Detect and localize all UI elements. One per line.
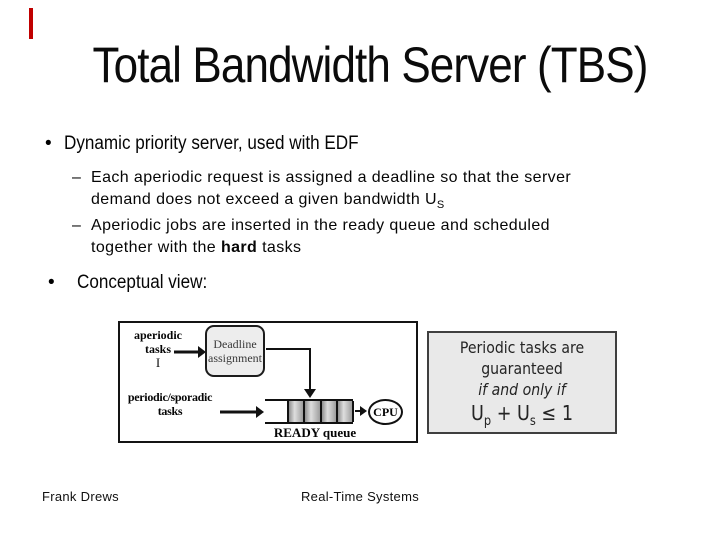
guarantee-panel: Periodic tasks are guaranteed if and onl… (427, 331, 617, 434)
deadline-assignment-box: Deadline assignment (205, 325, 265, 377)
dash-icon: – (72, 217, 82, 234)
formula-u-periodic: U (470, 401, 484, 425)
ready-queue-cells (287, 401, 354, 422)
sub-bullet-1-text: Each aperiodic request is assigned a dea… (91, 167, 690, 216)
guarantee-panel-text: Periodic tasks are guaranteed if and onl… (440, 337, 604, 435)
footer-author: Frank Drews (42, 489, 119, 504)
formula-leq-one: ≤ 1 (535, 401, 574, 425)
guarantee-line-1: Periodic tasks are (459, 338, 585, 357)
bullet-2-text: Conceptual view: (77, 272, 208, 293)
aperiodic-tasks-line-2: tasks (144, 342, 171, 356)
sub-bullet-2-line-2: together with the hard tasks (91, 237, 690, 259)
aperiodic-tasks-label: aperiodic tasks (128, 328, 188, 356)
sub-bullet-1-line-2: demand does not exceed a given bandwidth… (91, 189, 690, 216)
guarantee-line-2: guaranteed (481, 359, 563, 378)
queue-cell (287, 401, 304, 422)
guarantee-line-3: if and only if (478, 380, 566, 399)
hard-emphasis: hard (220, 239, 258, 256)
sub-bullet-2-text: Aperiodic jobs are inserted in the ready… (91, 215, 690, 259)
dash-icon: – (72, 169, 82, 186)
bullet-dot-icon: • (48, 272, 55, 293)
queue-cell (303, 401, 320, 422)
sub-bullet-1-line-1: Each aperiodic request is assigned a dea… (91, 169, 572, 186)
conceptual-diagram: aperiodic tasks I Deadline assignment pe… (118, 321, 418, 443)
sub-bullet-2: – Aperiodic jobs are inserted in the rea… (72, 215, 690, 259)
deadline-box-line-1: Deadline (213, 337, 257, 351)
footer-course: Real-Time Systems (300, 489, 420, 504)
sub-bullet-2-line-2-pre: together with the (91, 239, 221, 256)
slide-title: Total Bandwidth Server (TBS) (92, 37, 649, 93)
sub-bullet-1: – Each aperiodic request is assigned a d… (72, 167, 690, 216)
diagram-connector-arrows (174, 346, 367, 424)
queue-cell (319, 401, 336, 422)
sub-bullet-2-line-1: Aperiodic jobs are inserted in the ready… (91, 217, 550, 234)
red-accent-bar (29, 8, 33, 39)
bullet-1-text: Dynamic priority server, used with EDF (64, 133, 359, 154)
queue-cell (335, 401, 352, 422)
cpu-node: CPU (368, 399, 403, 425)
bandwidth-subscript: S (436, 199, 445, 212)
periodic-sporadic-label: periodic/sporadic tasks (120, 390, 220, 418)
formula-plus-u: + U (491, 401, 530, 425)
bullet-dot-icon: • (45, 133, 52, 154)
periodic-sporadic-line-2: tasks (157, 404, 183, 418)
aperiodic-tasks-line-1: aperiodic (134, 328, 182, 342)
formula-sub-s: s (529, 414, 536, 429)
ready-queue-label: READY queue (273, 425, 357, 440)
periodic-sporadic-line-1: periodic/sporadic (127, 390, 213, 404)
task-arrival-icon: I (155, 355, 161, 370)
deadline-box-line-2: assignment (208, 351, 262, 365)
guarantee-formula: Up + Us ≤ 1 (440, 400, 604, 435)
formula-sub-p: p (483, 414, 492, 429)
sub-bullet-1-line-2-text: demand does not exceed a given bandwidth… (91, 191, 437, 208)
sub-bullet-2-line-2-post: tasks (257, 239, 302, 256)
